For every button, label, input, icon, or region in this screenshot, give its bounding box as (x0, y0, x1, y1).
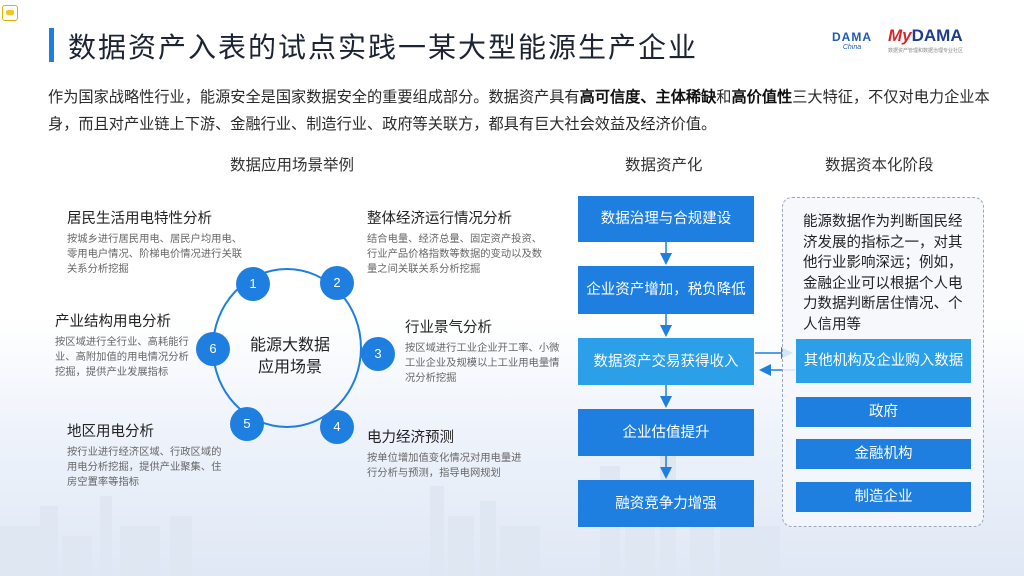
highlight-credibility-scarcity: 高可信度、主体稀缺 (579, 88, 717, 106)
flow-step-trading-income[interactable]: 数据资产交易获得收入 (578, 338, 754, 385)
scenario-node-3[interactable]: 3 (361, 337, 395, 371)
flow-step-financing[interactable]: 融资竞争力增强 (578, 480, 754, 527)
page-title: 数据资产入表的试点实践一某大型能源生产企业 (68, 31, 699, 64)
title-accent-bar (49, 28, 54, 62)
scenario-desc: 按区域进行工业企业开工率、小微工业企业及规模以上工业用电量情况分析挖掘 (405, 342, 560, 384)
scenario-desc: 按行业进行经济区域、行政区域的用电分析挖掘，提供产业聚集、住房空置率等指标 (67, 446, 222, 488)
scenario-title: 行业景气分析 (405, 320, 492, 336)
scenario-title: 地区用电分析 (67, 424, 154, 440)
party-government[interactable]: 政府 (796, 397, 971, 427)
scenario-node-1[interactable]: 1 (236, 267, 270, 301)
party-financial-institutions[interactable]: 金融机构 (796, 439, 971, 469)
ring-center-label: 能源大数据 应用场景 (249, 335, 330, 376)
scenario-title: 整体经济运行情况分析 (367, 211, 512, 227)
assetization-header: 数据资产化 (625, 156, 703, 174)
highlight-high-value: 高价值性 (731, 88, 793, 106)
scenario-economy: 整体经济运行情况分析 结合电量、经济总量、固定资产投资、行业产品价格指数等数据的… (367, 207, 543, 277)
scenario-title: 电力经济预测 (367, 430, 454, 446)
party-manufacturers[interactable]: 制造企业 (796, 482, 971, 512)
scenario-node-5[interactable]: 5 (230, 407, 264, 441)
scenario-node-2[interactable]: 2 (320, 266, 354, 300)
scenario-desc: 按单位增加值变化情况对用电量进行分析与预测，指导电网规划 (367, 452, 522, 479)
scenario-residential: 居民生活用电特性分析 按城乡进行居民用电、居民户均用电、零用电户情况、阶梯电价情… (67, 207, 247, 277)
flow-step-governance[interactable]: 数据治理与合规建设 (578, 196, 754, 242)
capitalization-description: 能源数据作为判断国民经济发展的指标之一，对其他行业影响深远；例如，金融企业可以根… (803, 214, 963, 333)
scenarios-header: 数据应用场景举例 (230, 156, 355, 174)
flow-step-asset-increase[interactable]: 企业资产增加，税负降低 (578, 266, 754, 314)
scenario-industry-prosperity: 行业景气分析 按区域进行工业企业开工率、小微工业企业及规模以上工业用电量情况分析… (405, 316, 560, 386)
chat-bubble-icon[interactable] (2, 5, 18, 21)
scenario-regional: 地区用电分析 按行业进行经济区域、行政区域的用电分析挖掘，提供产业聚集、住房空置… (67, 420, 227, 490)
scenario-title: 产业结构用电分析 (55, 314, 171, 330)
scenario-power-forecast: 电力经济预测 按单位增加值变化情况对用电量进行分析与预测，指导电网规划 (367, 426, 525, 481)
buyers-box[interactable]: 其他机构及企业购入数据 (796, 339, 971, 383)
scenario-title: 居民生活用电特性分析 (67, 211, 212, 227)
mydama-logo: MyDAMA 数据资产管理和数据治理专业社区 (888, 26, 964, 54)
capitalization-header: 数据资本化阶段 (825, 156, 934, 174)
flow-step-valuation[interactable]: 企业估值提升 (578, 409, 754, 456)
scenario-industrial-structure: 产业结构用电分析 按区域进行全行业、高耗能行业、高附加值的用电情况分析挖掘，提供… (55, 310, 189, 380)
scenario-desc: 按城乡进行居民用电、居民户均用电、零用电户情况、阶梯电价情况进行关联关系分析挖掘 (67, 233, 243, 275)
dama-china-logo: DAMA China (832, 30, 872, 51)
scenario-node-4[interactable]: 4 (320, 410, 354, 444)
scenario-desc: 结合电量、经济总量、固定资产投资、行业产品价格指数等数据的变动以及数量之间关联关… (367, 233, 543, 275)
scenario-node-6[interactable]: 6 (196, 332, 230, 366)
intro-paragraph: 作为国家战略性行业，能源安全是国家数据安全的重要组成部分。数据资产具有高可信度、… (48, 88, 990, 133)
scenario-desc: 按区域进行全行业、高耗能行业、高附加值的用电情况分析挖掘，提供产业发展指标 (55, 336, 189, 378)
